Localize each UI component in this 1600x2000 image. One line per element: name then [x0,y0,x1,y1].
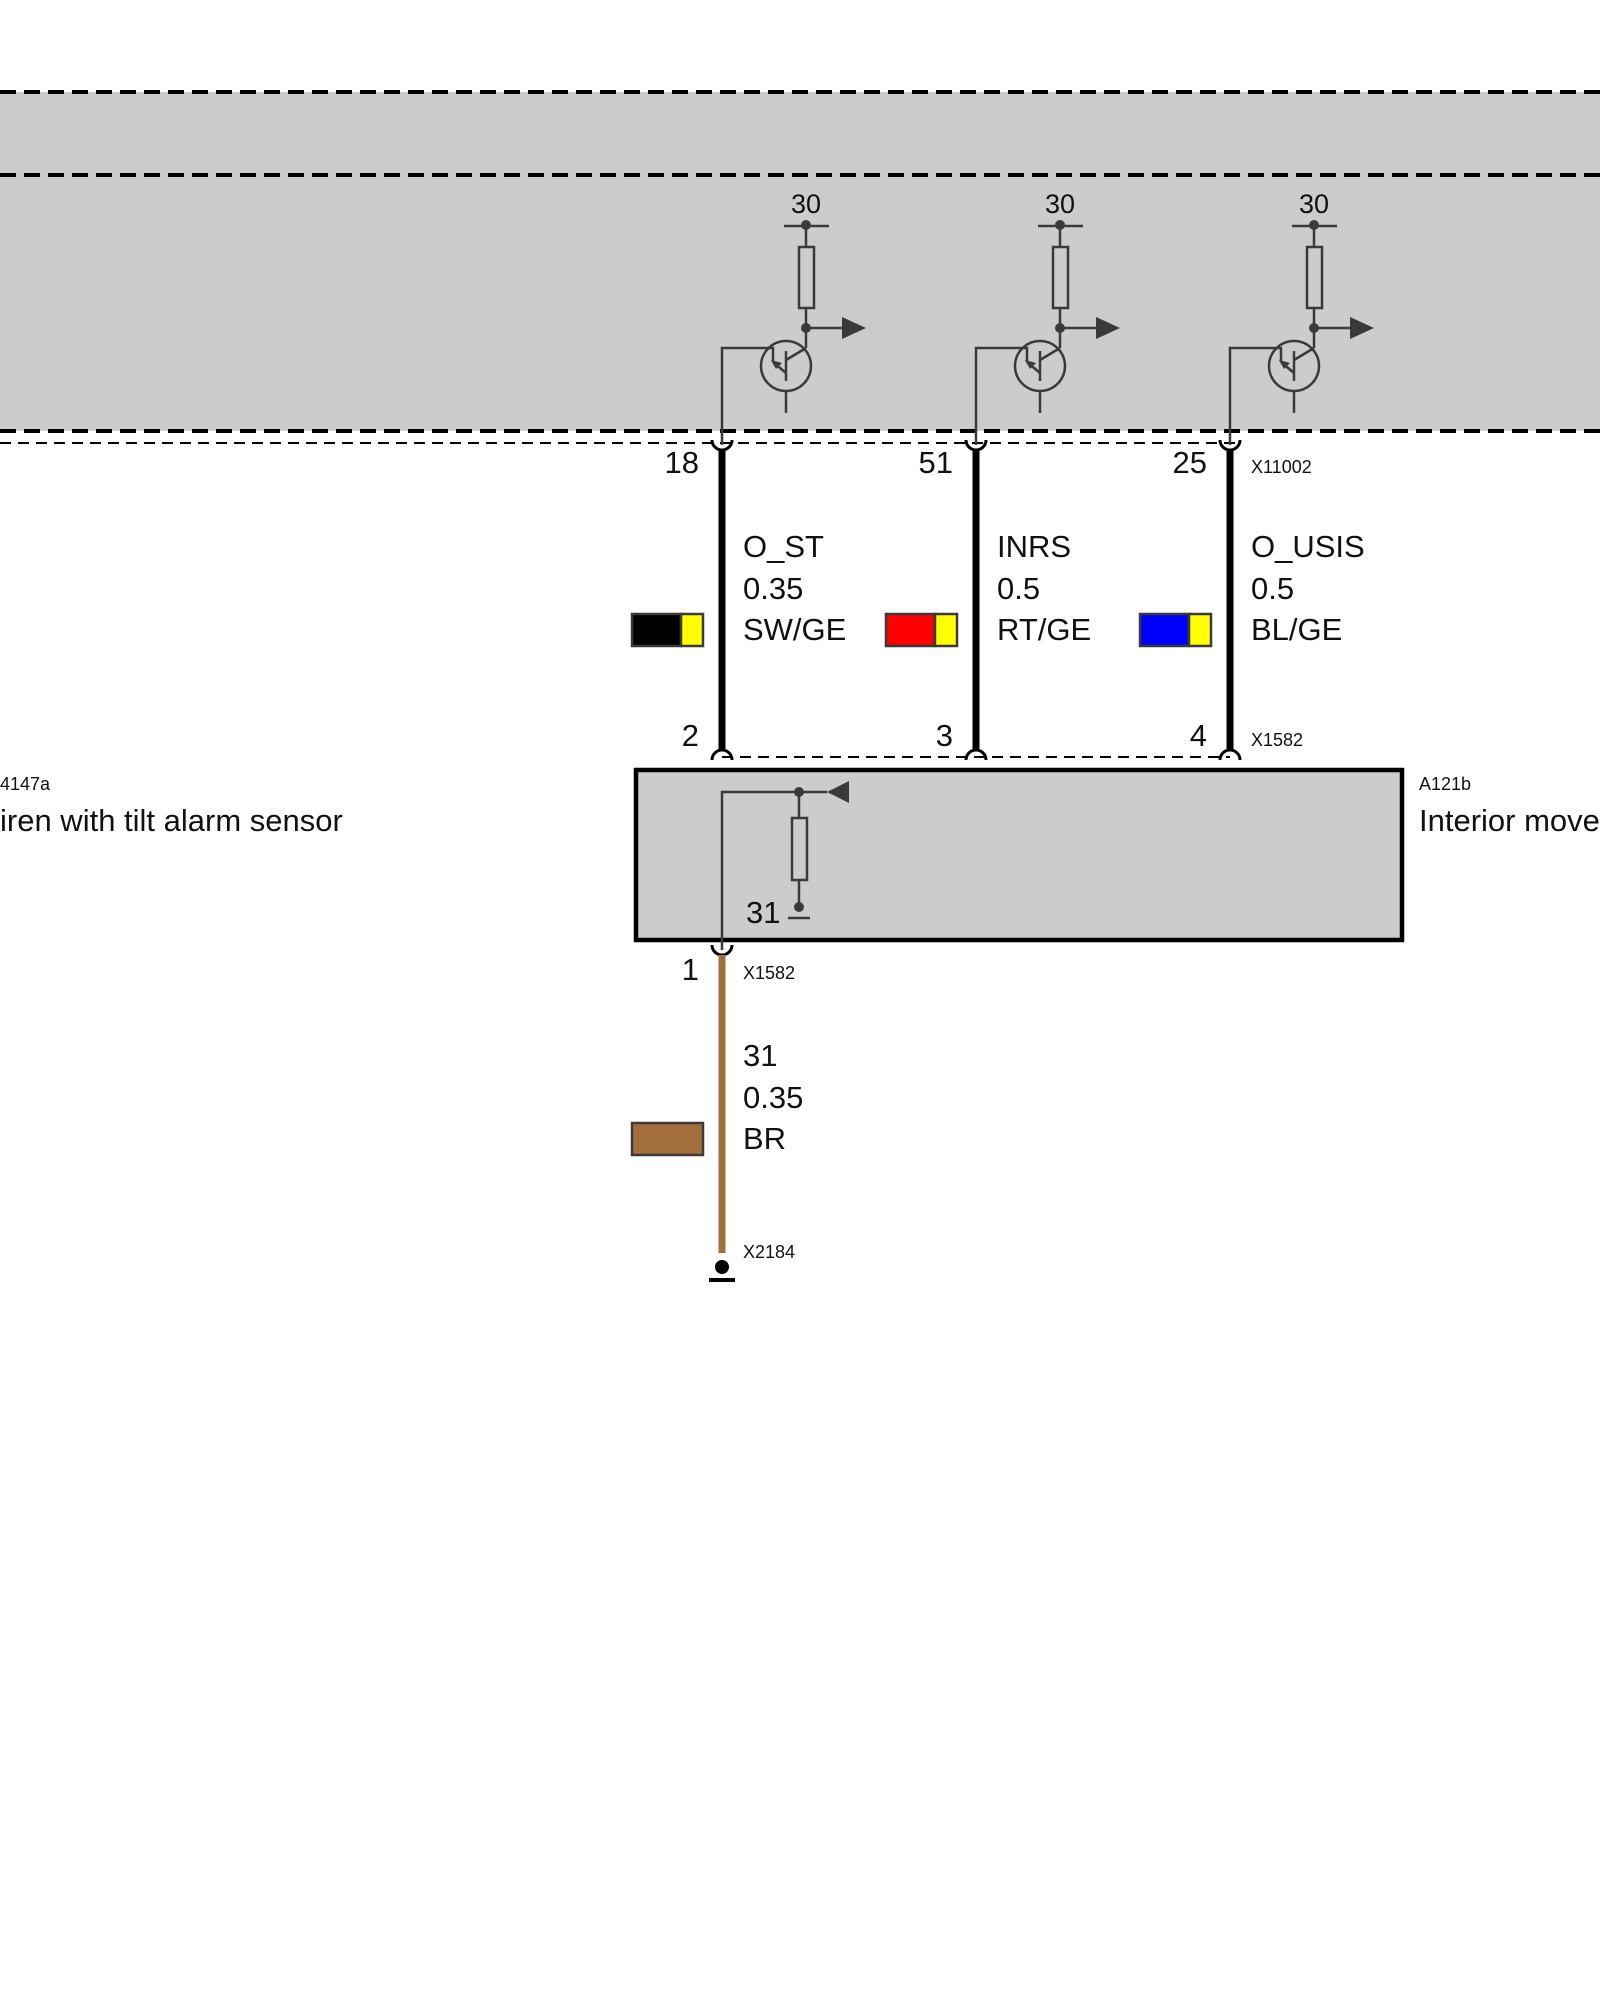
wire-1-pin-bottom: 2 [682,718,699,753]
connector-x1582-top-label: X1582 [1251,730,1303,750]
wire-2-color-swatch-stripe [933,612,959,648]
output-arrow-icon [1350,317,1374,339]
ground-wire: 1 X1582 31 0.35 BR X2184 [630,952,803,1282]
output-arrow-icon [842,317,866,339]
pin-socket-top [1218,439,1242,452]
pin-socket-bottom [964,748,988,761]
ground-wire-gauge: 0.35 [743,1080,803,1115]
ground-wire-connector: X1582 [743,963,795,983]
output-arrow-icon [1096,317,1120,339]
emitter-to-pin-wire [974,346,1029,445]
wire-2-pin-bottom: 3 [936,718,953,753]
wire-2-signal: INRS [997,529,1071,564]
connector-x11002-label: X11002 [1251,457,1312,477]
input-wire [720,790,799,950]
wire-3: 25 4 O_USIS 0.5 BL/GE [1138,439,1365,761]
wire-3-pin-top: 25 [1173,445,1207,480]
emitter-to-pin-wire [1228,346,1283,445]
lower-module: 31 [633,767,1405,957]
wire-1-color-code: SW/GE [743,612,846,647]
ground-wire-signal: 31 [743,1038,777,1073]
pin-socket-bottom [1218,748,1242,761]
input-arrow-icon [827,781,849,803]
driver-stage-1: 30 [720,189,866,445]
transistor-collector [1039,346,1061,362]
wire-2-pin-top: 51 [919,445,953,480]
pullup-resistor-symbol [1051,245,1070,310]
wire-1: 18 2 O_ST 0.35 SW/GE [630,439,846,761]
emitter-arrow-icon [1025,360,1036,369]
pin-socket-bottom [710,748,734,761]
wire-2-color-code: RT/GE [997,612,1091,647]
wire-3-color-code: BL/GE [1251,612,1342,647]
supply-30-label: 30 [1045,189,1075,219]
lower-module-body [633,767,1405,943]
wire-1-signal: O_ST [743,529,824,564]
right-component-name: Interior move [1419,803,1600,838]
transistor-collector [1293,346,1315,362]
wire-2-gauge: 0.5 [997,571,1040,606]
wire-1-color-swatch-base [630,612,683,648]
emitter-to-pin-wire [720,346,775,445]
transistor-collector [785,346,807,362]
wire-3-gauge: 0.5 [1251,571,1294,606]
ground-wire-color-swatch [630,1121,705,1157]
pin-socket-top [710,439,734,452]
emitter-arrow-icon [771,360,782,369]
pullup-resistor-symbol [797,245,816,310]
right-component-id: A121b [1419,774,1471,794]
ground-wire-color-code: BR [743,1121,786,1156]
ground-wire-pin: 1 [682,952,699,987]
supply-30-label: 30 [1299,189,1329,219]
wire-2-color-swatch-base [884,612,937,648]
wire-3-signal: O_USIS [1251,529,1365,564]
ground-point-label: X2184 [743,1242,795,1262]
wire-3-color-swatch-stripe [1187,612,1213,648]
left-component-id: 4147a [0,774,51,794]
wire-1-pin-top: 18 [665,445,699,480]
ground-node-dot [794,902,804,912]
inner-ground-label: 31 [746,895,780,930]
ground-point-dot-icon [715,1260,729,1274]
emitter-arrow-icon [1279,360,1290,369]
pin-socket-top [964,439,988,452]
pullup-resistor-symbol [1305,245,1324,310]
driver-stage-2: 30 [974,189,1120,445]
pulldown-resistor-symbol [790,816,809,882]
wire-3-pin-bottom: 4 [1190,718,1207,753]
driver-stage-3: 30 [1228,189,1374,445]
wire-3-color-swatch-base [1138,612,1191,648]
supply-30-label: 30 [791,189,821,219]
wire-2: 51 3 INRS 0.5 RT/GE [884,439,1091,761]
left-component-name: iren with tilt alarm sensor [0,803,343,838]
wire-1-gauge: 0.35 [743,571,803,606]
wire-1-color-swatch-stripe [679,612,705,648]
